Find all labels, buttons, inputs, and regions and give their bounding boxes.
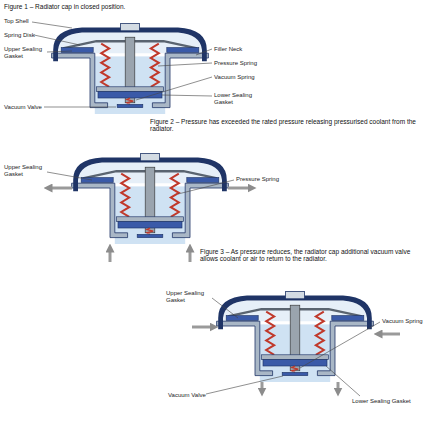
part-label: Lower Sealing Gasket: [352, 398, 411, 405]
flow-arrows: [48, 188, 400, 392]
caption: Figure 1 – Radiator cap in closed positi…: [4, 3, 125, 10]
part-label: Vacuum Valve: [4, 104, 42, 111]
part-label: Upper Sealing Gasket: [4, 164, 48, 178]
radiator-cap: [52, 24, 209, 114]
radiator-cap: [217, 292, 374, 382]
part-label: Spring Disk: [4, 32, 35, 39]
part-label: Pressure Spring: [214, 60, 257, 67]
part-label: Upper Sealing Gasket: [4, 46, 48, 60]
part-label: Filler Neck: [214, 46, 242, 53]
part-label: Vacuum Spring: [214, 74, 255, 81]
part-label: Upper Sealing Gasket: [166, 290, 210, 304]
leader-lines: [32, 22, 380, 396]
part-label: Lower Sealing Gasket: [214, 92, 266, 106]
part-label: Pressure Spring: [236, 176, 279, 183]
caption: Figure 3 – As pressure reduces, the radi…: [200, 248, 422, 263]
caption: Figure 2 – Pressure has exceeded the rat…: [150, 118, 422, 133]
radiator-cap: [72, 154, 229, 244]
part-label: Vacuum Valve: [168, 392, 206, 399]
part-label: Top Shell: [4, 18, 29, 25]
part-label: Vacuum Spring: [382, 318, 423, 325]
